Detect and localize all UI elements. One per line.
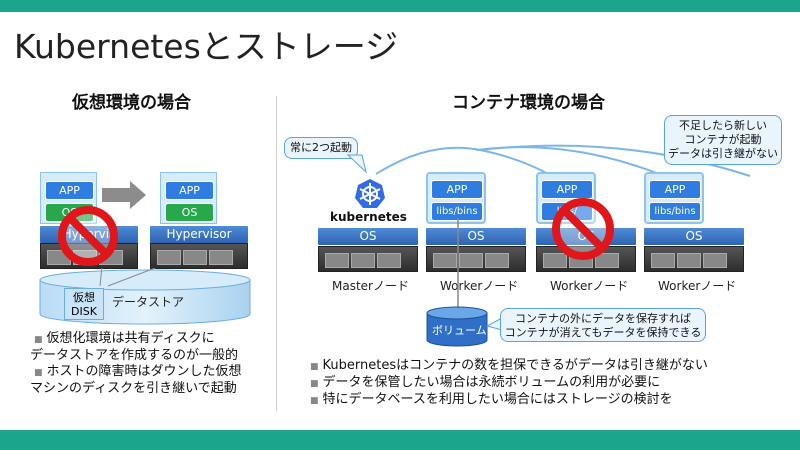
app-badge-right: APP [165,181,214,200]
container-worker-1: APP libs/bins [426,172,486,224]
os-badge-right: OS [165,203,214,222]
libs-badge-w3: libs/bins [649,202,701,221]
node-label-worker-1: Workerノード [440,279,519,293]
app-badge-left: APP [45,181,94,200]
bullet-item: ■Kubernetesはコンテナの数を担保できるがデータは引き継がない [310,358,708,373]
hypervisor-right: Hypervisor [150,226,248,243]
server-master [318,246,418,272]
server-worker-3 [644,246,744,272]
volume-label: ボリューム [432,324,487,337]
host-server-right [150,243,248,269]
always-two-callout: 常に2つ起動 [284,137,358,159]
bullet-item: ■仮想化環境は共有ディスクに [34,331,215,346]
node-label-worker-3: Workerノード [658,279,737,293]
bullet-item: ■特にデータベースを利用したい場合にはストレージの検討を [310,392,673,407]
bottom-accent-bar [0,430,800,450]
os-bar-worker-1: OS [426,228,526,245]
server-worker-1 [426,246,526,272]
volume-callout: コンテナの外にデータを保存すれば コンテナが消えてもデータを保持できる [500,308,706,342]
section-divider [276,96,277,411]
top-accent-bar [0,0,800,12]
container-heading: コンテナ環境の場合 [452,93,605,113]
app-badge-w2: APP [541,180,593,199]
container-worker-3: APP libs/bins [644,172,704,224]
virtual-heading: 仮想環境の場合 [72,93,191,113]
app-badge-w1: APP [431,180,483,199]
bullet-item: マシンのディスクを引き継いで起動 [30,381,237,396]
os-bar-worker-3: OS [644,228,744,245]
callout-tail [346,154,367,174]
volume-link-line [457,218,459,318]
bullet-item: データストアを作成するのが一般的 [30,348,239,363]
os-bar-master: OS [318,228,418,245]
prohibited-icon-right [552,198,614,260]
new-container-callout: 不足したら新しい コンテナが起動 データは引き継がない [664,115,782,165]
libs-badge-w1: libs/bins [431,202,483,221]
node-label-master: Masterノード [332,279,409,293]
kubernetes-logo-icon [355,179,385,208]
node-label-worker-2: Workerノード [550,279,629,293]
kubernetes-wordmark: kubernetes [330,210,407,224]
prohibited-icon-left [58,206,118,266]
datastore-label: データストア [112,295,185,309]
replication-arc [375,144,751,177]
app-badge-w3: APP [649,180,701,199]
volume-icon [426,306,488,347]
virtual-bullets: ■仮想化環境は共有ディスクに データストアを作成するのが一般的 ■ホストの障害時… [30,331,242,397]
virtual-disk: 仮想 DISK [64,288,104,320]
bullet-item: ■ホストの障害時はダウンした仮想 [34,364,242,379]
vm-right: APP OS [160,172,217,224]
migrate-arrow-icon [102,181,146,209]
bullet-item: ■データを保管したい場合は永続ボリュームの利用が必要に [310,375,661,390]
container-bullets: ■Kubernetesはコンテナの数を担保できるがデータは引き継がない ■データ… [310,358,708,409]
slide-title: Kubernetesとストレージ [14,27,399,66]
